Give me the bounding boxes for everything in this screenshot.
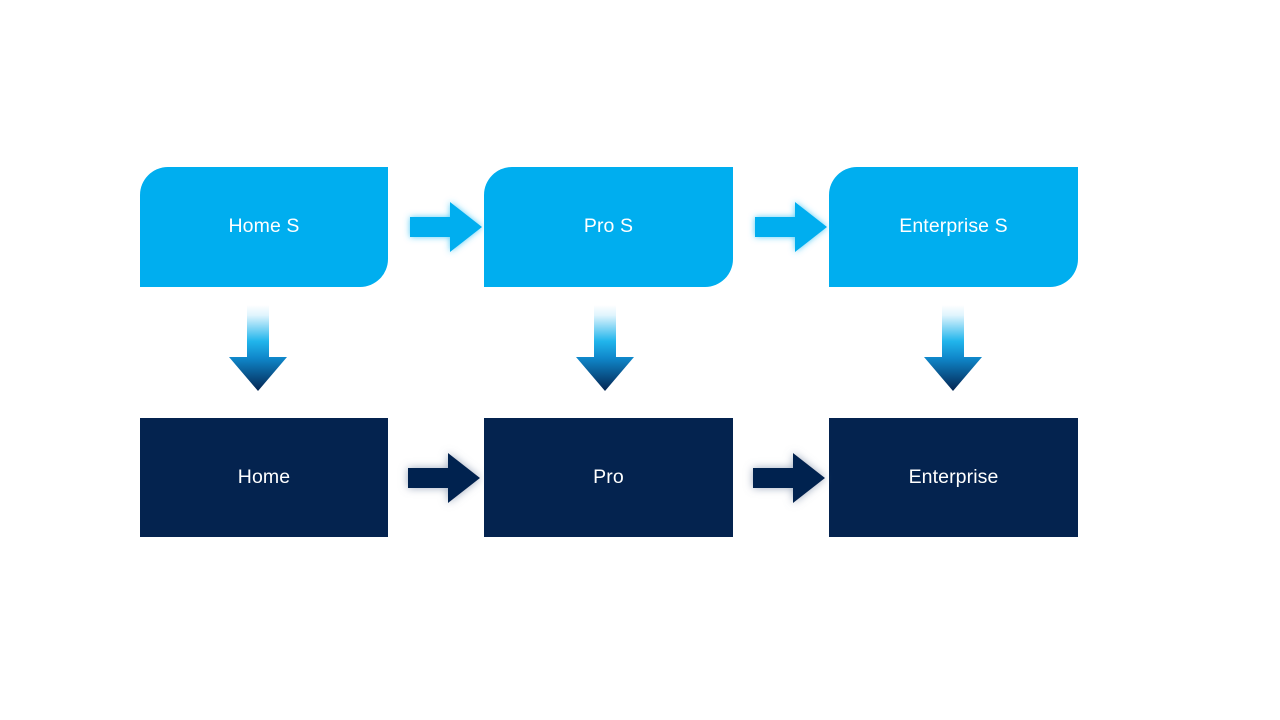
node-home-s-label: Home S xyxy=(228,215,300,238)
node-enterprise-label: Enterprise xyxy=(908,465,999,488)
connector-home-s-to-home xyxy=(223,303,293,395)
arrow-down-icon xyxy=(924,305,982,391)
node-home-s[interactable]: Home S xyxy=(140,167,388,287)
arrow-right-icon xyxy=(410,202,482,252)
connector-pro-to-enterprise xyxy=(747,447,831,509)
connector-pro-s-to-enterprise-s xyxy=(751,196,831,258)
node-pro-label: Pro xyxy=(593,465,624,488)
connector-pro-s-to-pro xyxy=(570,303,640,395)
arrow-right-icon xyxy=(408,453,480,503)
node-home[interactable]: Home xyxy=(140,418,388,537)
arrow-right-icon xyxy=(753,453,825,503)
connector-home-s-to-pro-s xyxy=(406,196,486,258)
node-pro[interactable]: Pro xyxy=(484,418,733,537)
connector-home-to-pro xyxy=(402,447,486,509)
node-enterprise[interactable]: Enterprise xyxy=(829,418,1078,537)
connector-enterprise-s-to-enterprise xyxy=(918,303,988,395)
node-pro-s[interactable]: Pro S xyxy=(484,167,733,287)
arrow-down-icon xyxy=(229,305,287,391)
node-enterprise-s-label: Enterprise S xyxy=(899,215,1008,238)
node-home-label: Home xyxy=(237,465,291,488)
arrow-down-icon xyxy=(576,305,634,391)
arrow-right-icon xyxy=(755,202,827,252)
node-pro-s-label: Pro S xyxy=(583,215,634,238)
node-enterprise-s[interactable]: Enterprise S xyxy=(829,167,1078,287)
